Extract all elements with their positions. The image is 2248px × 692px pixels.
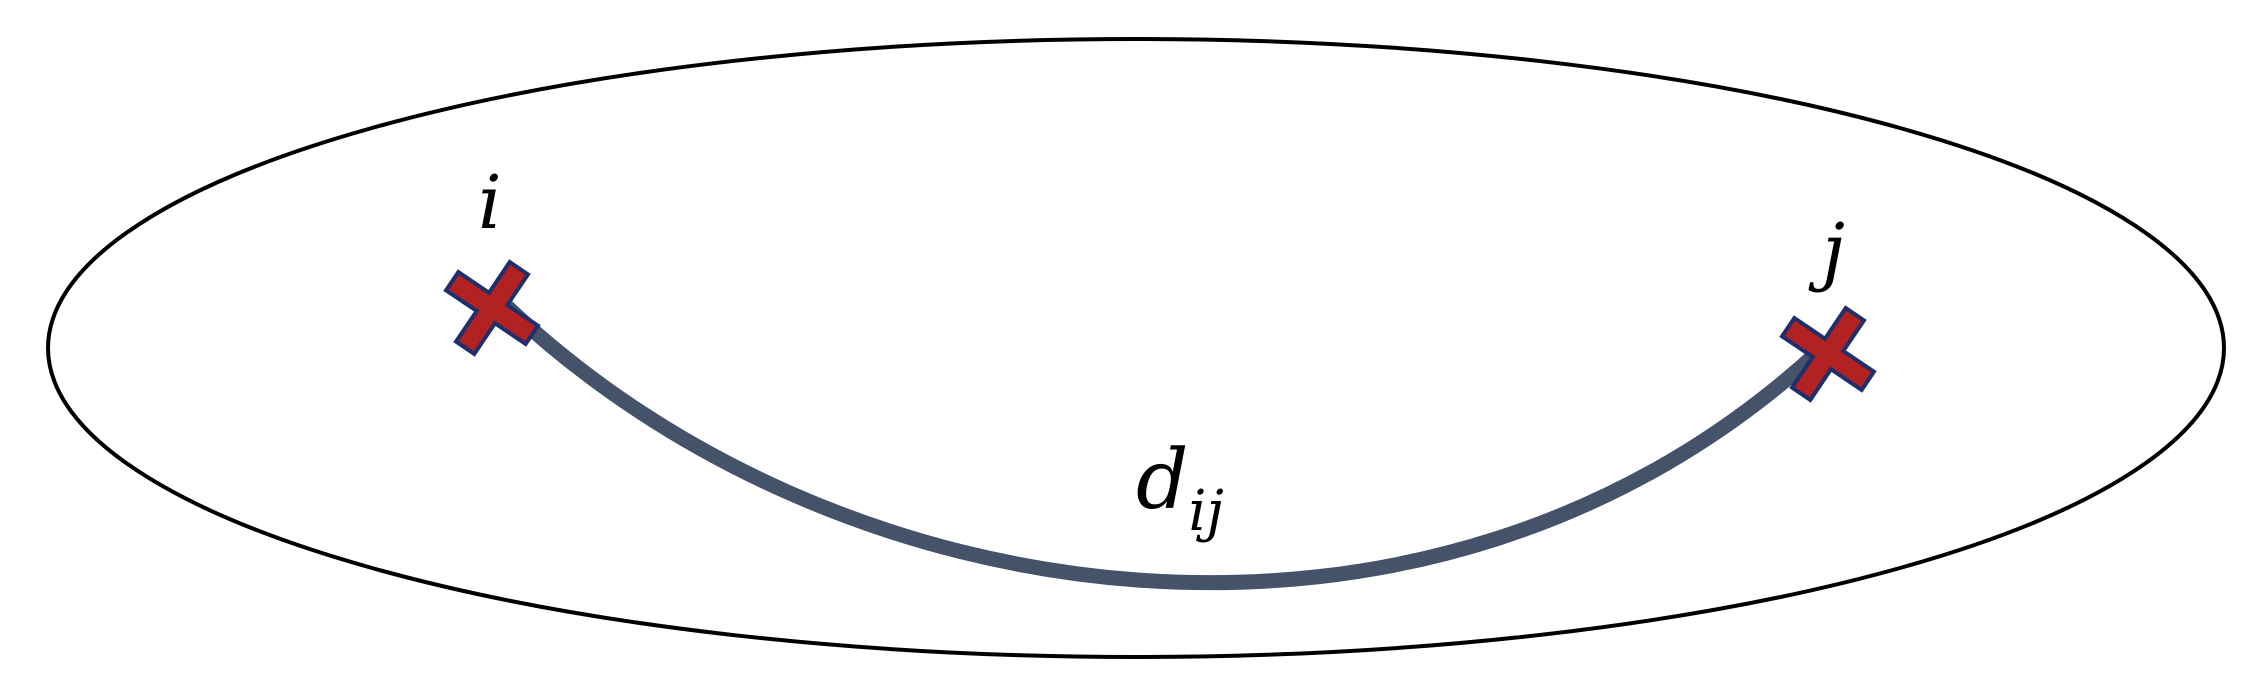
point-j-label: j <box>1808 208 1845 294</box>
distance-label: dij <box>1136 433 1224 544</box>
point-j-marker <box>1779 305 1877 403</box>
point-i-marker <box>443 259 541 357</box>
cross-marker-icon <box>1779 305 1877 403</box>
distance-label-subscript: ij <box>1189 479 1224 544</box>
distance-label-base: d <box>1136 433 1189 528</box>
point-i-label: i <box>478 160 502 246</box>
cross-marker-icon <box>443 259 541 357</box>
distance-curve <box>492 292 1828 591</box>
region-boundary-ellipse <box>46 37 2226 659</box>
